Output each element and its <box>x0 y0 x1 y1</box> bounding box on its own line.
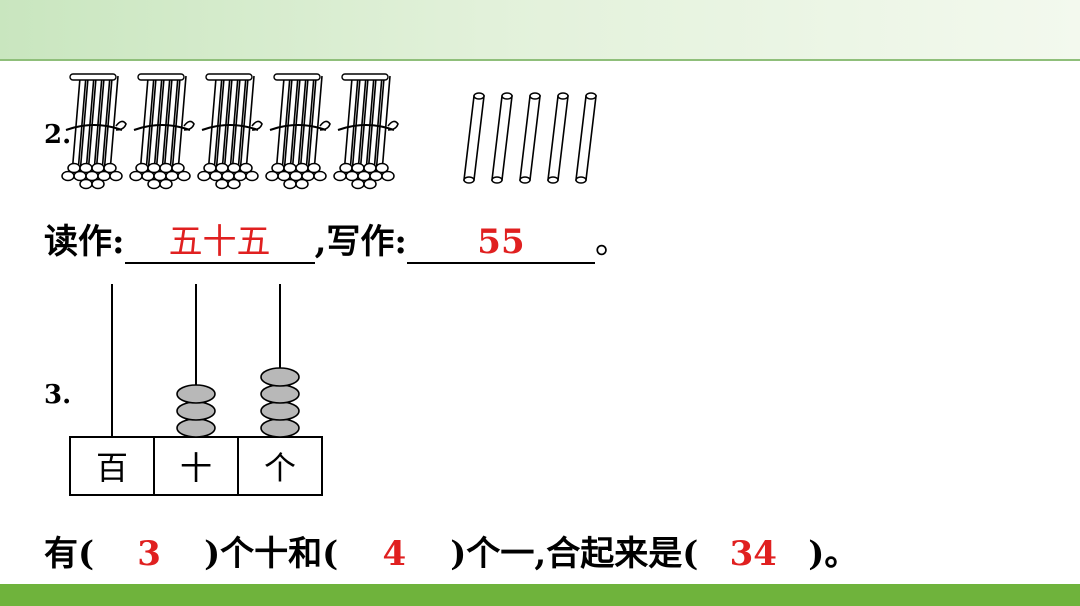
total-answer[interactable]: 34 <box>729 534 777 574</box>
single-stick <box>491 92 513 184</box>
write-label: ,写作: <box>314 222 407 262</box>
one-count-answer[interactable]: 4 <box>382 534 407 574</box>
single-stick <box>547 92 569 184</box>
place-value-label: 个 <box>264 449 296 487</box>
write-blank[interactable]: 55 <box>406 222 595 264</box>
header-band <box>0 0 1080 61</box>
stick-bundle <box>129 73 195 190</box>
question-2-number: 2. <box>44 120 72 150</box>
footer-band <box>0 584 1080 606</box>
stick-bundle <box>61 73 127 190</box>
single-stick <box>519 92 541 184</box>
question-3-number: 3. <box>44 380 72 410</box>
stick-bundles-illustration <box>61 73 597 190</box>
q2-answer-line: 读作: 五十五 ,写作: 55 。 <box>44 214 629 264</box>
abacus-bead <box>260 401 300 421</box>
abacus-bead <box>176 384 216 404</box>
read-answer: 五十五 <box>168 222 271 262</box>
sentence-part4: )。 <box>808 534 859 574</box>
abacus-bead <box>260 367 300 387</box>
stick-bundle <box>333 73 399 190</box>
q3-sentence: 有( 3 )个十和( 4 )个一,合起来是( 34 )。 <box>44 526 858 575</box>
sentence-part3: )个一,合起来是( <box>450 534 699 574</box>
stick-bundle <box>265 73 331 190</box>
abacus-illustration: 百十个 <box>69 284 323 496</box>
abacus-bead <box>260 384 300 404</box>
place-value-label: 十 <box>180 449 212 487</box>
place-value-label: 百 <box>96 449 128 487</box>
abacus-bead <box>260 418 300 438</box>
write-answer: 55 <box>477 222 525 262</box>
abacus-bead <box>176 418 216 438</box>
sentence-part2: )个十和( <box>204 534 339 574</box>
sentence-part1: 有( <box>44 534 95 574</box>
stick-bundle <box>197 73 263 190</box>
single-stick <box>463 92 485 184</box>
q2-end-mark: 。 <box>594 222 629 262</box>
read-label: 读作: <box>44 222 125 262</box>
place-value-box <box>69 436 323 496</box>
abacus-bead <box>176 401 216 421</box>
ten-count-answer[interactable]: 3 <box>137 534 161 574</box>
read-blank[interactable]: 五十五 <box>124 222 315 264</box>
single-stick <box>575 92 597 184</box>
